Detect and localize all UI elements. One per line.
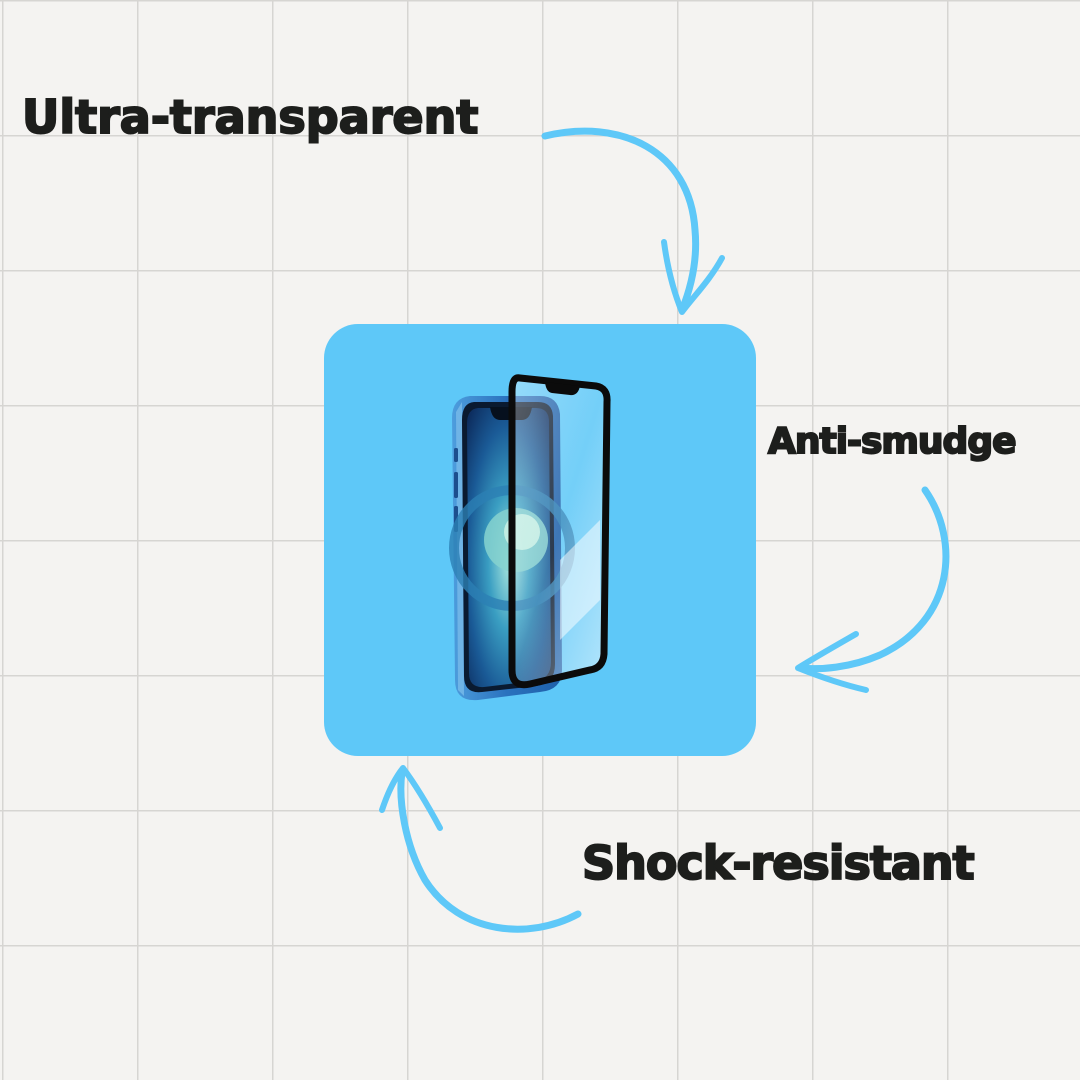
arrow-to-card-top xyxy=(541,127,725,315)
phone-with-screen-protector-icon xyxy=(449,374,611,701)
feature-label-ultra-transparent: Ultra-transparent xyxy=(21,90,479,144)
arrow-to-card-right xyxy=(795,486,950,693)
feature-label-shock-resistant: Shock-resistant xyxy=(581,836,976,890)
arrow-to-card-bottom xyxy=(379,765,582,933)
feature-label-anti-smudge: Anti-smudge xyxy=(767,421,1018,462)
